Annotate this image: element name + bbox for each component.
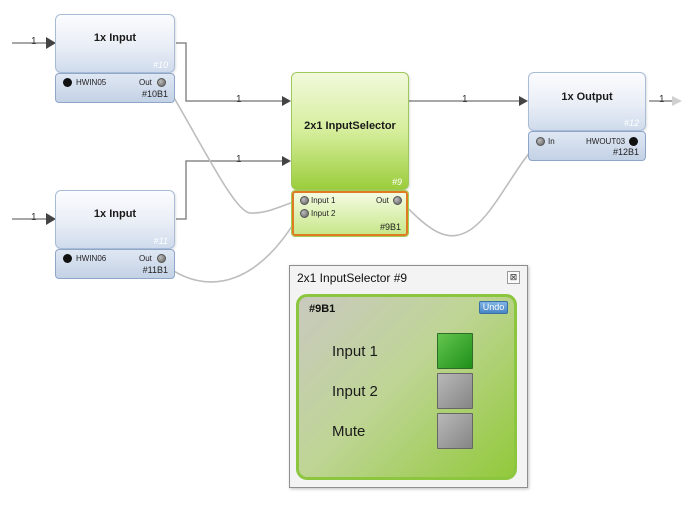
block-control-id: #9B1 — [379, 222, 401, 232]
input-1-select-button[interactable] — [437, 333, 473, 369]
hardware-input-dot — [63, 78, 72, 87]
arrowhead-sel-out — [519, 96, 528, 106]
in2-port-label: Input 2 — [311, 209, 336, 218]
wire-label-ext-in1: 1 — [31, 36, 37, 47]
block-control-id: #11B1 — [142, 265, 168, 275]
wire-label-sel-out: 1 — [462, 94, 468, 105]
input-selector-block-9[interactable]: 2x1 InputSelector #9 — [291, 72, 409, 190]
out-port-label: Out — [139, 78, 152, 87]
block-id: #10 — [152, 60, 168, 70]
input-selector-block-9-tray[interactable]: Input 1 Input 2 Out #9B1 — [292, 191, 408, 236]
selector-control-panel: #9B1 Undo Input 1 Input 2 Mute — [296, 294, 517, 480]
hardware-output-dot — [629, 137, 638, 146]
wire-label-ext-in2: 1 — [31, 212, 37, 223]
in-port[interactable] — [536, 137, 545, 146]
block-control-id: #10B1 — [141, 89, 168, 99]
out-port-label: Out — [376, 196, 389, 205]
output-block-12[interactable]: 1x Output #12 — [528, 72, 646, 131]
block-title: 1x Input — [93, 208, 137, 220]
output-block-12-tray[interactable]: In HWOUT03 #12B1 — [528, 131, 646, 161]
out-port[interactable] — [157, 78, 166, 87]
block-id: #11 — [153, 236, 168, 246]
control-wire-12b1 — [399, 140, 541, 237]
control-wire-10b1 — [165, 83, 301, 214]
wire-label-in2-sel: 1 — [236, 154, 242, 165]
in-port-label: In — [548, 137, 555, 146]
out-port-label: Out — [139, 254, 152, 263]
input-2-select-button[interactable] — [437, 373, 473, 409]
input-block-11[interactable]: 1x Input #11 — [55, 190, 175, 249]
in2-port[interactable] — [300, 209, 309, 218]
block-title: 1x Output — [561, 91, 613, 103]
option-label-mute: Mute — [332, 423, 366, 440]
option-label-input-2: Input 2 — [332, 383, 378, 400]
hardware-input-dot — [63, 254, 72, 263]
in1-port-label: Input 1 — [311, 196, 336, 205]
wire-label-in1-sel: 1 — [236, 94, 242, 105]
arrowhead-ext-in1 — [46, 37, 56, 49]
block-id: #9 — [391, 177, 402, 187]
arrowhead-ext-in2 — [46, 213, 56, 225]
out-port[interactable] — [157, 254, 166, 263]
input-selector-control-window[interactable]: 2x1 InputSelector #9 ⊠ #9B1 Undo Input 1… — [289, 265, 528, 488]
wire-label-ext-out: 1 — [659, 94, 665, 105]
undo-button[interactable]: Undo — [479, 301, 508, 314]
arrowhead-ext-out — [672, 96, 682, 106]
hardware-input-label: HWIN05 — [76, 78, 107, 87]
block-title: 1x Input — [93, 32, 137, 44]
hardware-input-label: HWIN06 — [76, 254, 107, 263]
panel-id: #9B1 — [309, 303, 336, 315]
block-id: #12 — [623, 118, 639, 128]
out-port[interactable] — [393, 196, 402, 205]
in1-to-selector-wire — [176, 42, 284, 102]
arrowhead-in2-sel — [282, 156, 291, 166]
in2-to-selector-wire — [176, 160, 284, 220]
hardware-output-label: HWOUT03 — [586, 137, 626, 146]
input-block-11-tray[interactable]: HWIN06 Out #11B1 — [55, 249, 175, 279]
window-title: 2x1 InputSelector #9 — [297, 271, 408, 285]
option-label-input-1: Input 1 — [332, 343, 378, 360]
control-wire-11b1 — [160, 212, 301, 283]
input-block-10[interactable]: 1x Input #10 — [55, 14, 175, 73]
block-control-id: #12B1 — [612, 147, 639, 157]
input-block-10-tray[interactable]: HWIN05 Out #10B1 — [55, 73, 175, 103]
block-title: 2x1 InputSelector — [304, 120, 396, 132]
in1-port[interactable] — [300, 196, 309, 205]
close-icon[interactable]: ⊠ — [507, 271, 520, 284]
mute-select-button[interactable] — [437, 413, 473, 449]
arrowhead-in1-sel — [282, 96, 291, 106]
